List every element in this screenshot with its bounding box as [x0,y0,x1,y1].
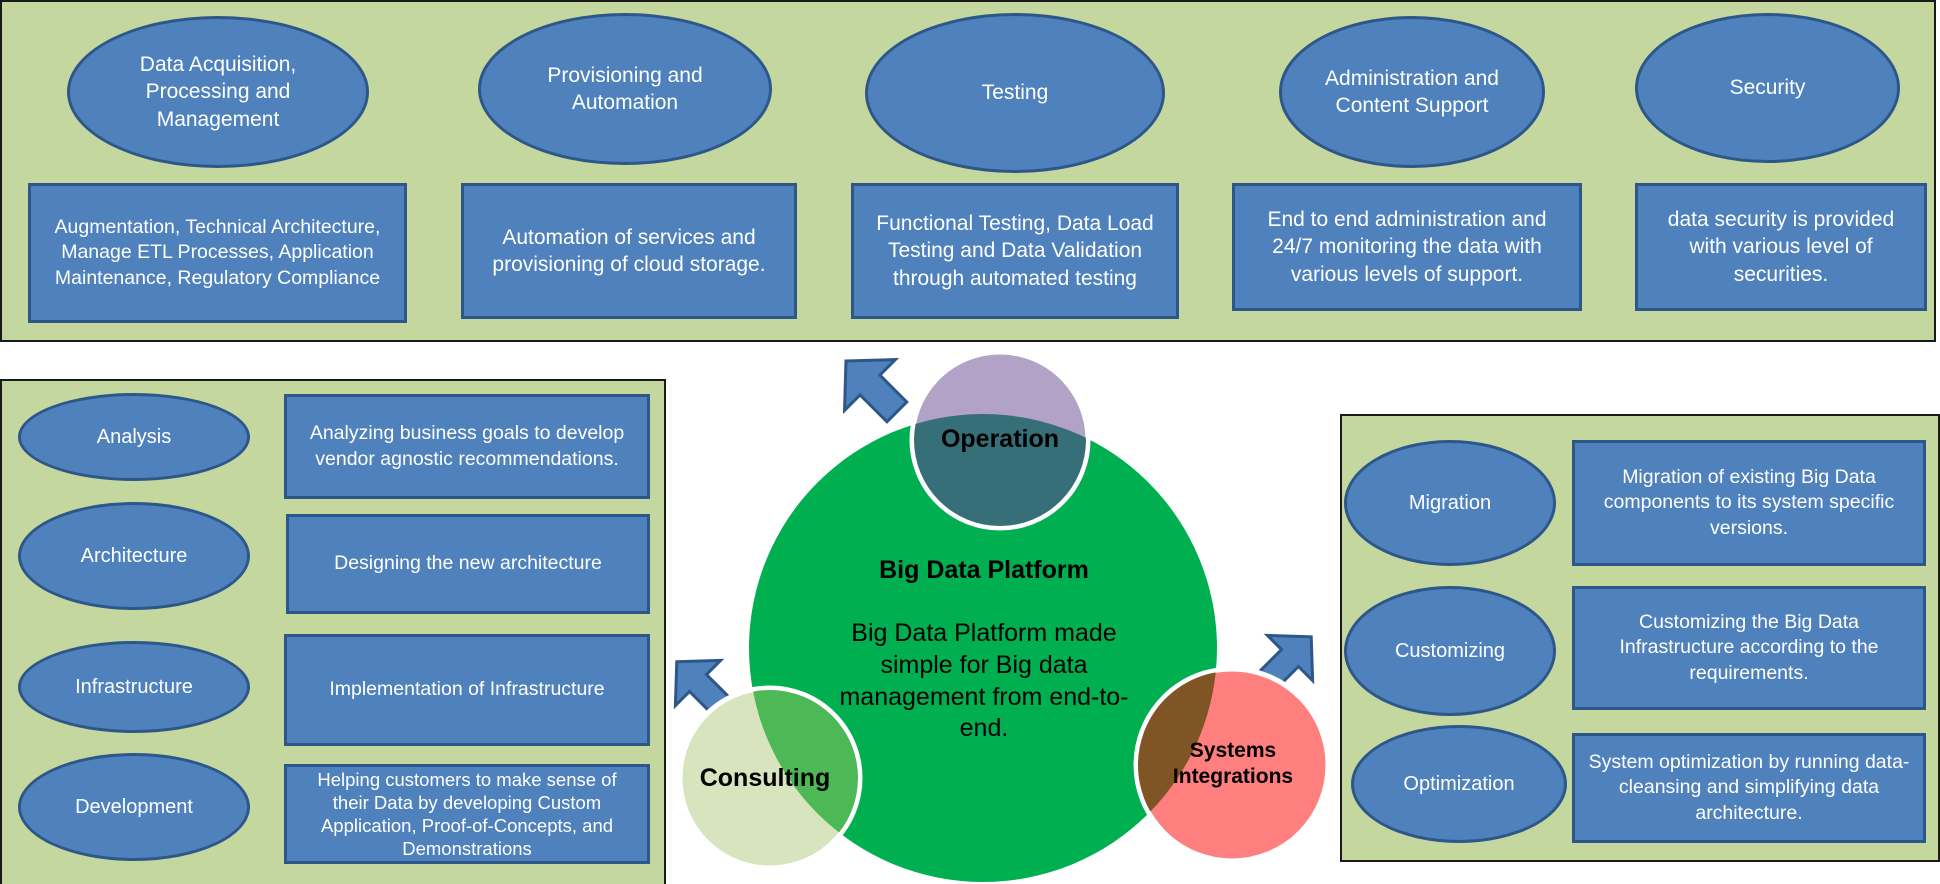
consulting-label: Consulting [699,764,831,792]
operation-label: Operation [940,425,1060,453]
arrow-to-operation-icon [842,357,909,424]
ellipse-architecture: Architecture [18,502,250,610]
box-optimization: System optimization by running data-clea… [1572,733,1926,843]
ellipse-development: Development [18,753,250,861]
ellipse-label: Data Acquisition, Processing and Managem… [139,53,297,131]
box-text: Analyzing business goals to develop vend… [309,422,625,470]
ellipse-label: Security [1729,76,1806,100]
box-customizing: Customizing the Big Data Infrastructure … [1572,586,1926,710]
box-text: Migration of existing Big Data component… [1603,465,1895,539]
box-analysis: Analyzing business goals to develop vend… [284,394,650,499]
ellipse-label: Optimization [1403,773,1515,795]
box-text: End to end administration and 24/7 monit… [1267,208,1547,286]
ellipse-label: Development [75,796,193,818]
big-data-platform-circle [749,414,1217,882]
box-text: Implementation of Infrastructure [329,678,605,701]
integrations-label: Systems Integrations [1172,739,1294,789]
ellipse-label: Architecture [80,545,188,567]
box-text: Augmentation, Technical Architecture, Ma… [54,215,381,289]
box-provisioning: Automation of services and provisioning … [461,183,797,319]
ellipse-infrastructure: Infrastructure [18,641,250,733]
ellipse-provisioning: Provisioning and Automation [478,13,772,165]
box-data-acquisition: Augmentation, Technical Architecture, Ma… [28,183,407,323]
platform-description: Big Data Platform made simple for Big da… [839,619,1129,743]
ellipse-label: Migration [1408,492,1492,514]
box-development: Helping customers to make sense of their… [284,764,650,864]
box-testing: Functional Testing, Data Load Testing an… [851,183,1179,319]
box-administration: End to end administration and 24/7 monit… [1232,183,1582,311]
ellipse-migration: Migration [1344,440,1556,566]
ellipse-testing: Testing [865,13,1165,173]
box-text: data security is provided with various l… [1667,208,1895,286]
ellipse-label: Administration and Content Support [1325,66,1499,117]
ellipse-label: Analysis [96,426,172,448]
box-security: data security is provided with various l… [1635,183,1927,311]
ellipse-customizing: Customizing [1344,586,1556,716]
ellipse-label: Customizing [1394,640,1506,662]
box-text: Helping customers to make sense of their… [317,768,617,860]
ellipse-security: Security [1635,13,1900,163]
platform-title: Big Data Platform [879,556,1089,584]
box-text: Designing the new architecture [334,552,602,575]
ellipse-administration: Administration and Content Support [1279,16,1545,168]
operation-overlap [914,414,1086,526]
ellipse-label: Testing [981,81,1049,105]
box-infrastructure: Implementation of Infrastructure [284,634,650,746]
box-migration: Migration of existing Big Data component… [1572,440,1926,566]
box-text: Functional Testing, Data Load Testing an… [876,212,1154,290]
ellipse-optimization: Optimization [1351,725,1567,843]
ellipse-data-acquisition: Data Acquisition, Processing and Managem… [67,16,369,168]
box-text: System optimization by running data-clea… [1588,750,1910,824]
ellipse-label: Infrastructure [75,676,193,698]
ellipse-analysis: Analysis [18,393,250,481]
ellipse-label: Provisioning and Automation [547,63,703,114]
box-architecture: Designing the new architecture [286,514,650,614]
box-text: Customizing the Big Data Infrastructure … [1619,610,1879,684]
box-text: Automation of services and provisioning … [492,225,766,276]
